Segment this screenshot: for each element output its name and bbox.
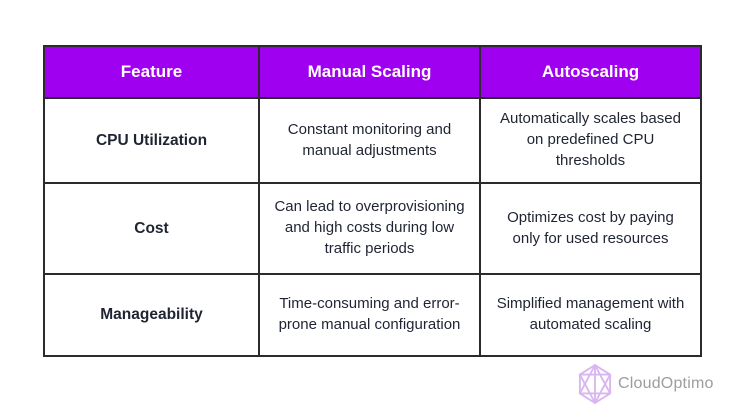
polyhedron-wireframe-icon [578,364,612,404]
table-row-cpu-utilization: CPU Utilization Constant monitoring and … [43,97,702,184]
header-row: Feature Manual Scaling Autoscaling [43,45,702,99]
header-cell-feature: Feature [43,45,260,99]
feature-cell-cost: Cost [43,182,260,275]
manual-cell-cost: Can lead to overprovisioning and high co… [258,182,481,275]
comparison-table: Feature Manual Scaling Autoscaling CPU U… [43,45,702,357]
brand-logo-text: CloudOptimo [618,375,714,392]
autoscaling-cell-cpu-utilization: Automatically scales based on predefined… [479,97,702,184]
header-cell-autoscaling: Autoscaling [479,45,702,99]
brand-logo: CloudOptimo [578,363,714,405]
autoscaling-cell-cost: Optimizes cost by paying only for used r… [479,182,702,275]
header-cell-manual-scaling: Manual Scaling [258,45,481,99]
manual-cell-cpu-utilization: Constant monitoring and manual adjustmen… [258,97,481,184]
manual-cell-manageability: Time-consuming and error-prone manual co… [258,273,481,357]
table-row-cost: Cost Can lead to overprovisioning and hi… [43,182,702,275]
feature-cell-cpu-utilization: CPU Utilization [43,97,260,184]
autoscaling-cell-manageability: Simplified management with automated sca… [479,273,702,357]
table-row-manageability: Manageability Time-consuming and error-p… [43,273,702,357]
feature-cell-manageability: Manageability [43,273,260,357]
